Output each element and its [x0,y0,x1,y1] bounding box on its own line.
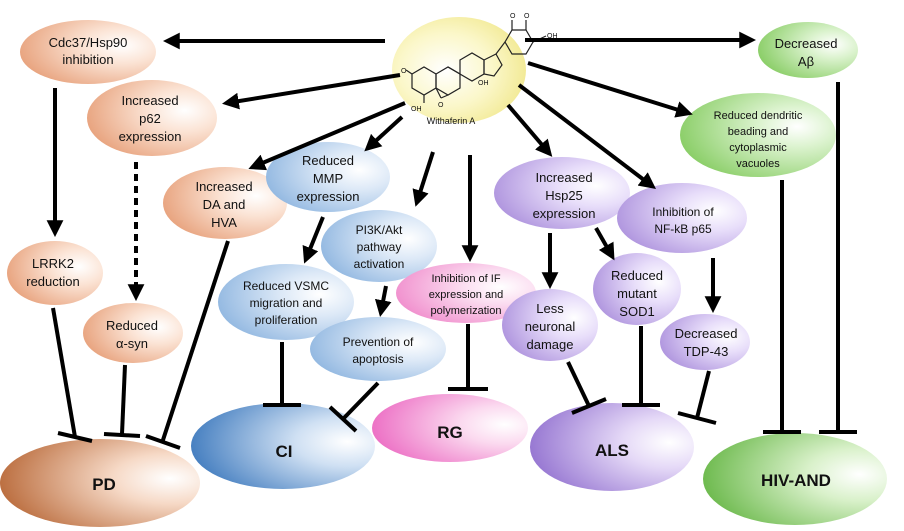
arrow-wa-pi3k [412,151,435,207]
disease-als-label: ALS [595,441,629,460]
node-cdc37 [20,20,156,84]
disease-rg-label: RG [437,423,463,442]
arrow-wa-p62 [222,73,401,110]
node-vsmc [218,264,354,340]
inhibition-lines [51,82,857,450]
node-ab [758,22,858,78]
svg-text:O: O [438,102,444,109]
withaferin-node [392,17,526,123]
withaferin-structure-marks: O OH O O O OH OH [401,13,558,113]
disease-als [530,403,694,491]
node-sod1 [593,253,681,325]
arrow-wa-hsp25 [506,103,553,157]
node-nfkb [617,183,747,253]
node-lrrk2 [7,241,103,305]
svg-text:O: O [510,13,516,20]
disease-pd [0,439,200,527]
node-neuronal [502,289,598,361]
node-p62 [87,80,217,156]
arrow-mmp-vsmc [302,216,325,264]
svg-text:O: O [401,68,407,75]
disease-ci-label: CI [276,442,293,461]
arrow-wa-nfkb [517,83,657,190]
disease-rg [372,394,528,462]
withaferin-label: Withaferin A [427,116,476,126]
node-apoptosis [310,317,446,381]
arrow-wa-dendritic [527,61,693,118]
node-dendritic [680,93,836,177]
disease-hiv [703,433,887,525]
node-tdp43 [660,314,750,370]
disease-pd-label: PD [92,475,116,494]
arrow-pi3k-apoptosis [374,285,392,317]
svg-text:OH: OH [478,80,489,87]
svg-text:O: O [524,13,530,20]
disease-hiv-label: HIV-AND [761,471,831,490]
arrow-wa-mmp [364,115,404,152]
node-if [396,263,536,323]
node-mmp [266,142,390,212]
node-asyn [83,303,183,363]
arrow-wa-da [248,101,406,171]
node-da [163,167,287,239]
svg-text:OH: OH [547,33,558,40]
disease-ci [191,403,375,489]
node-pi3k [321,210,437,282]
svg-text:OH: OH [411,106,422,113]
arrow-hsp25-sod1 [594,227,615,261]
node-hsp25 [494,157,630,229]
